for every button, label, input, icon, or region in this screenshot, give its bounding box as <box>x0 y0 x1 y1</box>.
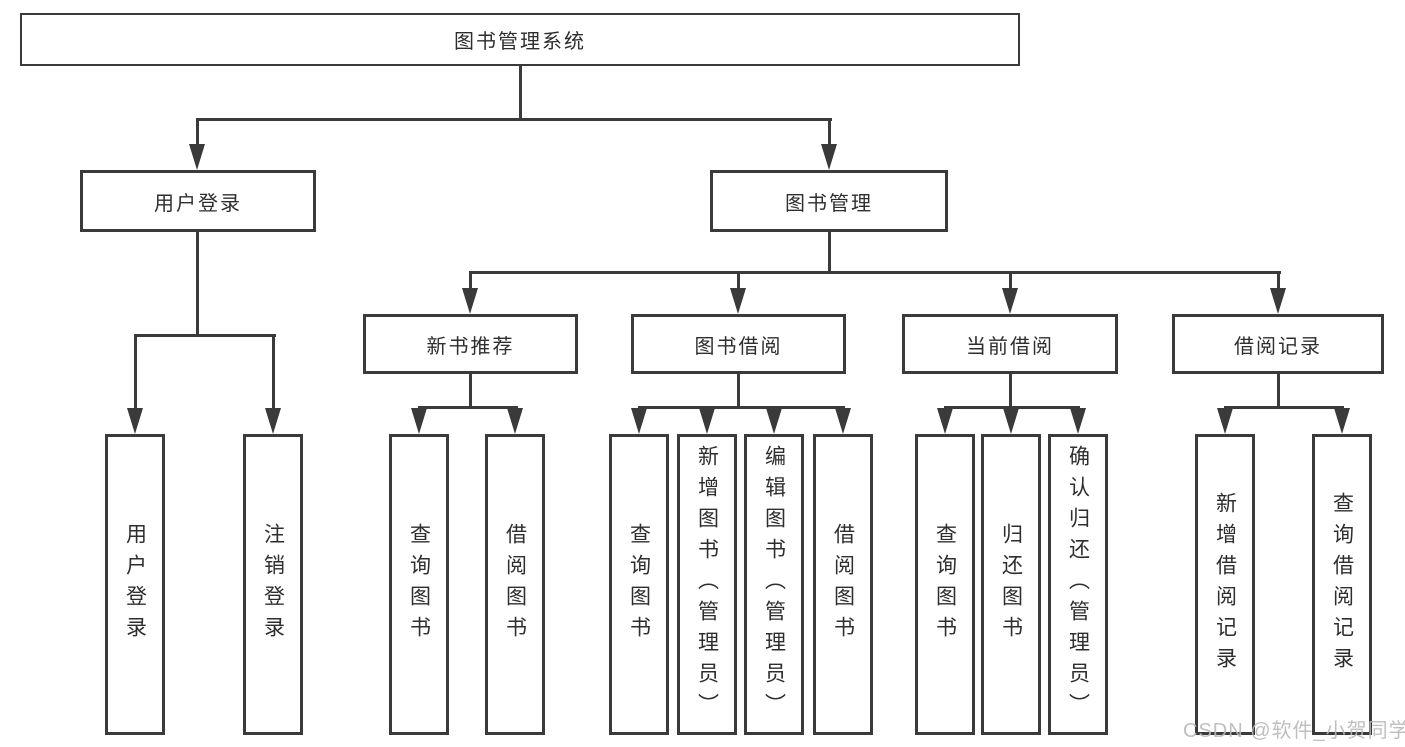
leaf-label: 新增借阅记录 <box>1213 491 1237 678</box>
connector-drop-book-management <box>828 118 831 148</box>
arrowhead-records-query <box>1334 408 1350 434</box>
connector-book-management-splitter <box>469 271 1281 274</box>
connector-borrowing-records-splitter <box>1224 406 1344 409</box>
leaf-current-query-books: 查询图书 <box>915 434 975 735</box>
arrowhead-leaf-logout <box>265 408 281 434</box>
arrowhead-current-query <box>937 408 953 434</box>
watermark-text: CSDN @软件_小贺同学 <box>1183 720 1405 742</box>
arrowhead-user-login <box>189 144 205 170</box>
node-borrowing-records: 借阅记录 <box>1172 314 1384 374</box>
leaf-newbook-borrow-books: 借阅图书 <box>485 434 545 735</box>
node-label: 图书借阅 <box>694 335 783 358</box>
node-label: 当前借阅 <box>966 335 1054 358</box>
connector-user-login-splitter <box>134 334 276 337</box>
node-user-login: 用户登录 <box>80 170 316 232</box>
leaf-newbook-query-books: 查询图书 <box>389 434 449 735</box>
leaf-label: 编辑图书（管理员） <box>762 445 786 724</box>
connector-book-management-stem <box>828 230 831 274</box>
leaf-current-return-books: 归还图书 <box>981 434 1041 735</box>
node-library-management-system: 图书管理系统 <box>20 13 1020 66</box>
node-label: 用户登录 <box>154 192 242 215</box>
connector-drop-current-borrowing <box>1009 271 1012 291</box>
connector-root-stem <box>519 65 522 120</box>
leaf-label: 确认归还（管理员） <box>1066 445 1090 724</box>
connector-new-book-stem <box>469 372 472 408</box>
arrowhead-borrow-edit <box>766 408 782 434</box>
arrowhead-current-return <box>1003 408 1019 434</box>
connector-book-borrowing-splitter <box>638 406 845 409</box>
connector-current-borrowing-splitter <box>944 406 1080 409</box>
node-label: 借阅记录 <box>1234 335 1322 358</box>
leaf-label: 查询图书 <box>407 522 431 647</box>
connector-drop-leaf-login <box>134 334 137 410</box>
node-label: 新书推荐 <box>426 335 515 358</box>
connector-drop-borrowing-records <box>1277 271 1280 291</box>
connector-drop-leaf-logout <box>272 334 275 410</box>
leaf-label: 查询图书 <box>627 522 651 647</box>
node-current-borrowing: 当前借阅 <box>902 314 1118 374</box>
node-book-borrowing: 图书借阅 <box>631 314 846 374</box>
arrowhead-borrow-borrow <box>835 408 851 434</box>
arrowhead-borrow-add <box>699 408 715 434</box>
arrowhead-current-borrowing <box>1002 288 1018 314</box>
leaf-label: 新增图书（管理员） <box>695 445 719 724</box>
arrowhead-records-add <box>1217 408 1233 434</box>
connector-user-login-stem <box>196 230 199 337</box>
connector-new-book-splitter <box>418 406 518 409</box>
arrowhead-newbook-borrow <box>507 408 523 434</box>
connector-borrowing-records-stem <box>1277 372 1280 408</box>
connector-drop-user-login <box>196 118 199 148</box>
connector-book-borrowing-stem <box>737 372 740 408</box>
node-label: 图书管理 <box>785 192 873 215</box>
node-new-book-recommendation: 新书推荐 <box>363 314 578 374</box>
leaf-borrow-add-books-admin: 新增图书（管理员） <box>677 434 737 735</box>
leaf-user-login: 用户登录 <box>105 434 165 735</box>
arrowhead-borrowing-records <box>1270 288 1286 314</box>
leaf-label: 归还图书 <box>999 522 1023 647</box>
leaf-label: 借阅图书 <box>503 522 527 647</box>
connector-current-borrowing-stem <box>1009 372 1012 408</box>
connector-root-splitter <box>196 118 832 121</box>
leaf-label: 用户登录 <box>123 522 147 647</box>
node-book-management: 图书管理 <box>710 170 948 232</box>
connector-drop-new-book <box>469 271 472 291</box>
arrowhead-new-book <box>462 288 478 314</box>
leaf-records-add-record: 新增借阅记录 <box>1195 434 1255 735</box>
arrowhead-current-confirm <box>1070 408 1086 434</box>
arrowhead-leaf-login <box>127 408 143 434</box>
leaf-label: 查询借阅记录 <box>1330 491 1354 678</box>
leaf-records-query-record: 查询借阅记录 <box>1312 434 1372 735</box>
arrowhead-newbook-query <box>411 408 427 434</box>
node-label: 图书管理系统 <box>454 31 586 53</box>
arrowhead-book-borrowing <box>730 288 746 314</box>
leaf-logout: 注销登录 <box>243 434 303 735</box>
connector-drop-book-borrowing <box>737 271 740 291</box>
leaf-label: 注销登录 <box>261 522 285 647</box>
leaf-current-confirm-return-admin: 确认归还（管理员） <box>1048 434 1108 735</box>
leaf-label: 借阅图书 <box>831 522 855 647</box>
arrowhead-borrow-query <box>631 408 647 434</box>
leaf-borrow-borrow-books: 借阅图书 <box>813 434 873 735</box>
leaf-borrow-edit-books-admin: 编辑图书（管理员） <box>744 434 804 735</box>
leaf-label: 查询图书 <box>933 522 957 647</box>
leaf-borrow-query-books: 查询图书 <box>609 434 669 735</box>
arrowhead-book-management <box>821 144 837 170</box>
